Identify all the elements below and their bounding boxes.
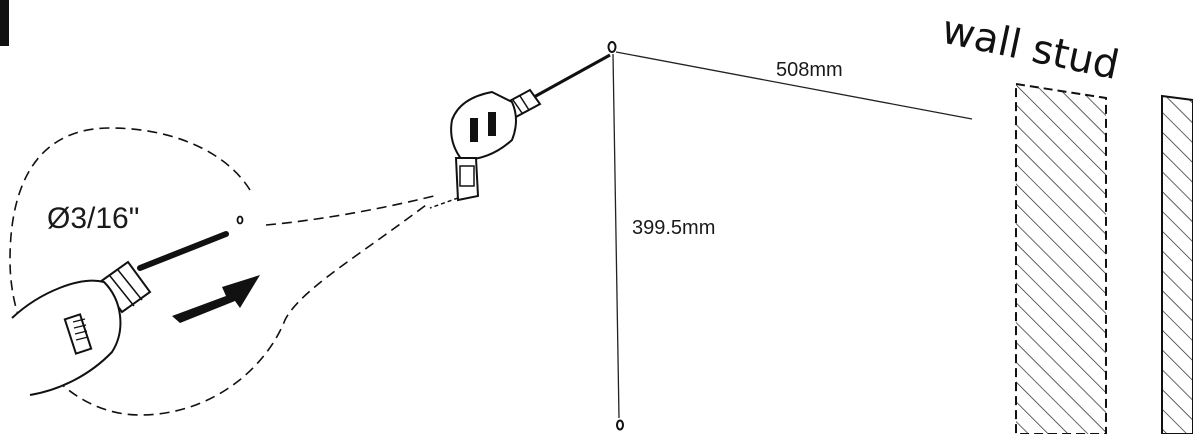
wall-stud xyxy=(1015,82,1107,434)
vertical-dimension-line xyxy=(612,53,620,419)
wall-stud-edge xyxy=(1161,94,1193,434)
push-arrow-icon xyxy=(172,275,260,323)
horizontal-spacing-label: 508mm xyxy=(776,59,843,81)
vertical-spacing-label: 399.5mm xyxy=(632,217,715,239)
step-marker: 1 xyxy=(0,0,9,46)
drill-bit-size-label: Ø3/16" xyxy=(47,202,139,235)
wall-stud-label: wall stud xyxy=(938,7,1123,89)
callout-hole-marker xyxy=(236,215,244,225)
bottom-hole-marker xyxy=(616,419,624,431)
top-hole-marker xyxy=(607,41,617,53)
power-drill-icon xyxy=(429,53,611,209)
closeup-drill-icon xyxy=(11,231,229,396)
horizontal-dimension-line xyxy=(615,51,973,120)
